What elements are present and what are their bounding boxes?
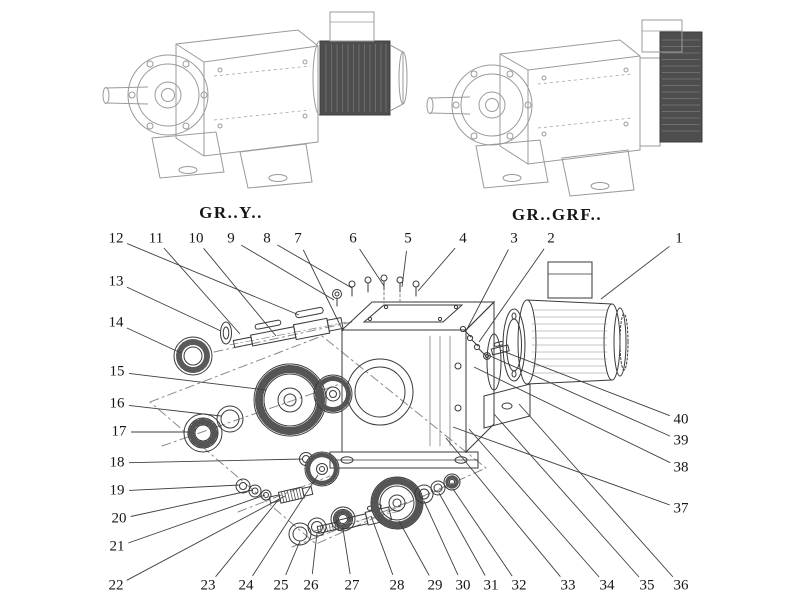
leader-line-16 bbox=[128, 404, 222, 417]
shaft-washer bbox=[220, 321, 232, 345]
foot-mounted-gearmotor-drawing bbox=[102, 11, 408, 189]
output-shaft bbox=[313, 503, 401, 535]
leader-line-25 bbox=[285, 540, 301, 576]
spacer-ring bbox=[216, 405, 244, 433]
leader-line-20 bbox=[130, 489, 254, 517]
leader-line-29 bbox=[398, 520, 430, 576]
leader-line-27 bbox=[342, 528, 351, 575]
washer-small-3 bbox=[260, 489, 272, 501]
leader-line-36 bbox=[518, 403, 674, 578]
leader-line-2 bbox=[478, 248, 545, 343]
flange-gearmotor-drawing bbox=[426, 19, 703, 197]
leader-line-13 bbox=[126, 286, 222, 332]
oil-seal bbox=[173, 336, 213, 376]
gear-disc bbox=[313, 374, 353, 414]
leader-line-33 bbox=[445, 437, 561, 577]
leader-line-39 bbox=[487, 354, 671, 437]
leader-line-14 bbox=[126, 327, 182, 354]
input-shaft bbox=[229, 306, 347, 349]
gear-housing bbox=[329, 300, 502, 469]
output-ring-4 bbox=[430, 480, 446, 496]
leader-line-1 bbox=[600, 245, 670, 300]
exploded-view-drawing bbox=[149, 261, 629, 548]
leader-line-10 bbox=[203, 248, 277, 337]
leader-line-24 bbox=[252, 474, 319, 577]
small-bearing bbox=[443, 473, 461, 491]
leader-line-40 bbox=[499, 349, 670, 417]
leader-line-5 bbox=[401, 250, 407, 288]
leader-line-26 bbox=[311, 532, 318, 575]
leader-lines bbox=[126, 243, 674, 581]
leader-line-3 bbox=[465, 249, 509, 332]
leader-line-7 bbox=[302, 249, 344, 332]
leader-line-12 bbox=[126, 243, 300, 316]
leader-line-15 bbox=[128, 372, 267, 391]
leader-line-18 bbox=[128, 458, 304, 464]
input-bearing bbox=[183, 413, 223, 453]
leader-line-8 bbox=[277, 244, 353, 289]
housing-top-bolts bbox=[332, 274, 420, 307]
leader-line-34 bbox=[468, 428, 600, 578]
leader-line-35 bbox=[493, 413, 640, 578]
leader-line-19 bbox=[128, 484, 241, 491]
washer-small-1 bbox=[235, 478, 251, 494]
leader-line-9 bbox=[241, 244, 335, 301]
leader-line-4 bbox=[417, 247, 456, 292]
leader-line-37 bbox=[452, 426, 670, 506]
output-bearing bbox=[330, 506, 356, 532]
leader-line-30 bbox=[423, 500, 459, 576]
variant-label-grf: GR..GRF.. bbox=[511, 205, 603, 224]
leader-line-32 bbox=[452, 488, 513, 577]
second-stage-gear bbox=[304, 451, 340, 487]
motor bbox=[517, 261, 629, 385]
leader-line-28 bbox=[370, 515, 394, 575]
washer-small-2 bbox=[248, 484, 262, 498]
motor-flange bbox=[502, 308, 526, 382]
output-gear bbox=[370, 476, 424, 530]
output-ring-3 bbox=[414, 484, 434, 504]
leader-line-21 bbox=[128, 494, 266, 544]
leader-line-6 bbox=[359, 248, 385, 287]
pinion-shaft bbox=[268, 485, 314, 504]
leader-line-31 bbox=[438, 492, 486, 576]
leader-line-38 bbox=[473, 366, 671, 464]
variant-label-gry: GR..Y.. bbox=[199, 203, 263, 222]
leader-line-11 bbox=[163, 247, 241, 335]
leader-line-23 bbox=[215, 498, 280, 577]
leader-line-22 bbox=[126, 495, 286, 581]
